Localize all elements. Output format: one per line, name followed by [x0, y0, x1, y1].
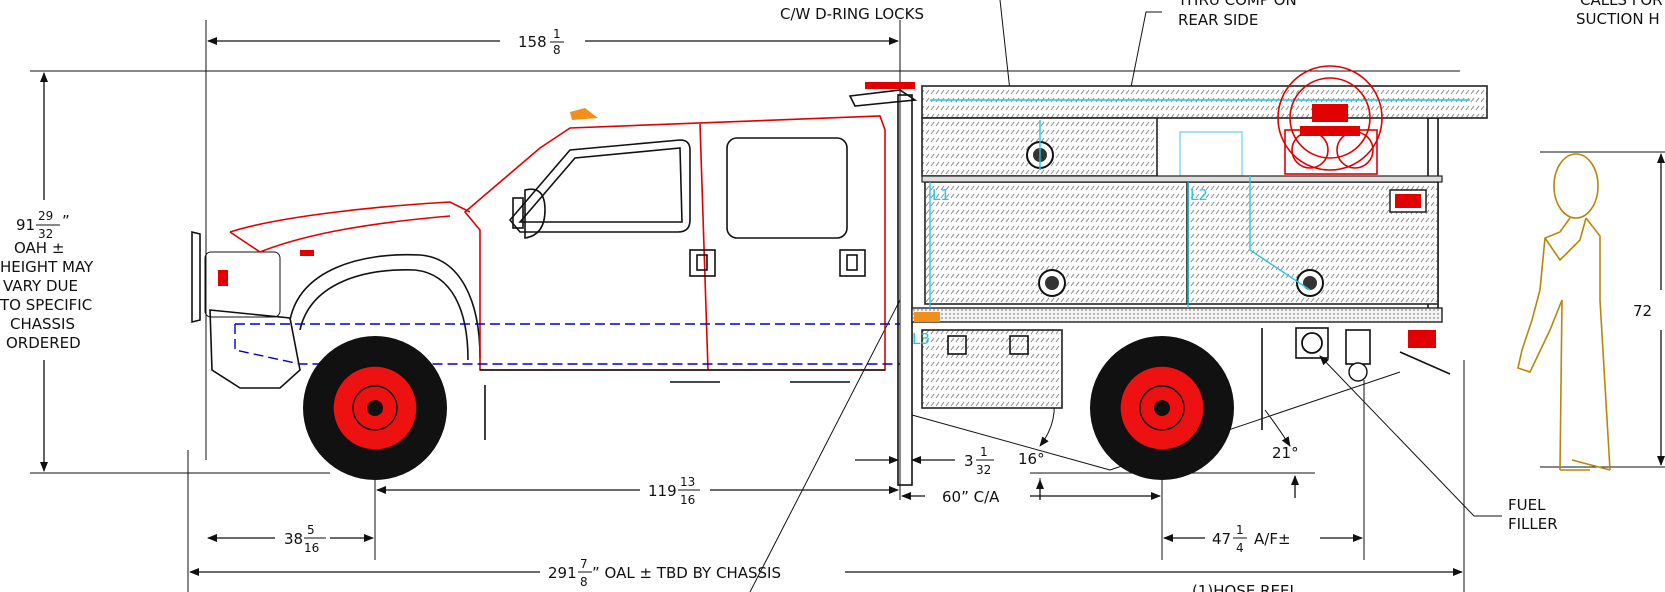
human-scale-figure: [1517, 153, 1611, 471]
suction-note-line1: CALLS FOR: [1580, 0, 1663, 9]
marker-light: [218, 270, 228, 286]
thru-comp-note-line1: THRU COMP ON: [1177, 0, 1297, 9]
cab-gap-num: 1: [980, 445, 988, 459]
overall-length-num: 7: [580, 557, 588, 571]
height-dimension-inch: ”: [62, 212, 70, 230]
axle-to-frame-num: 1: [1236, 523, 1244, 537]
front-wheel: [303, 336, 447, 480]
dimension-lines: [30, 20, 1665, 592]
top-dimension-whole: 158: [518, 33, 547, 51]
suction-note-line2: SUCTION H: [1576, 10, 1660, 28]
wheelbase-num: 13: [680, 475, 695, 489]
front-overhang-whole: 38: [284, 530, 303, 548]
compartment-label-l1: L1: [932, 186, 950, 204]
wheelbase-den: 16: [680, 493, 695, 507]
wheelbase-whole: 119: [648, 482, 677, 500]
compartment-label-l3: L3: [912, 330, 930, 348]
oah-label: OAH ±: [14, 239, 64, 257]
overall-length-den: 8: [580, 575, 588, 589]
compartment-label-l2: L2: [1190, 186, 1208, 204]
d-ring-note: C/W D-RING LOCKS: [780, 5, 924, 23]
hose-reel-note: (1)HOSE REEL: [1192, 582, 1298, 592]
top-dimension-num: 1: [553, 27, 561, 41]
cab-to-axle-label: 60” C/A: [942, 488, 1000, 506]
axle-to-frame-whole: 47: [1212, 530, 1231, 548]
thru-comp-note-line2: REAR SIDE: [1178, 11, 1258, 29]
height-dimension-num: 29: [38, 209, 53, 223]
hose-reel: [1277, 65, 1383, 175]
front-overhang-num: 5: [307, 523, 315, 537]
utility-body: L1 L2 L3: [897, 85, 1488, 486]
angle-21-label: 21°: [1272, 444, 1299, 462]
chassis-frame: [234, 323, 900, 365]
light-bar: [865, 82, 915, 89]
overall-length-suffix: ” OAL ± TBD BY CHASSIS: [592, 564, 781, 582]
fuel-filler-line1: FUEL: [1508, 496, 1546, 514]
front-overhang-den: 16: [304, 541, 319, 555]
amber-roof-light: [570, 108, 598, 120]
fuel-filler-line2: FILLER: [1508, 515, 1558, 533]
ordered-label: ORDERED: [6, 334, 81, 352]
height-may-label: HEIGHT MAY: [0, 258, 94, 276]
height-dimension-whole: 91: [16, 216, 35, 234]
overall-length-whole: 291: [548, 564, 577, 582]
to-specific-label: TO SPECIFIC: [0, 296, 92, 314]
height-dimension-den: 32: [38, 227, 53, 241]
axle-to-frame-suffix: A/F±: [1254, 530, 1291, 548]
axle-to-frame-den: 4: [1236, 541, 1244, 555]
vary-due-label: VARY DUE: [3, 277, 78, 295]
person-height-label: 72: [1633, 302, 1652, 320]
cab-gap-whole: 3: [964, 452, 974, 470]
truck-cab: [191, 82, 918, 440]
rear-wheel: [1090, 336, 1234, 480]
chassis-label: CHASSIS: [10, 315, 75, 333]
cab-gap-den: 32: [976, 463, 991, 477]
top-dimension-den: 8: [553, 43, 561, 57]
angle-16-label: 16°: [1018, 450, 1045, 468]
